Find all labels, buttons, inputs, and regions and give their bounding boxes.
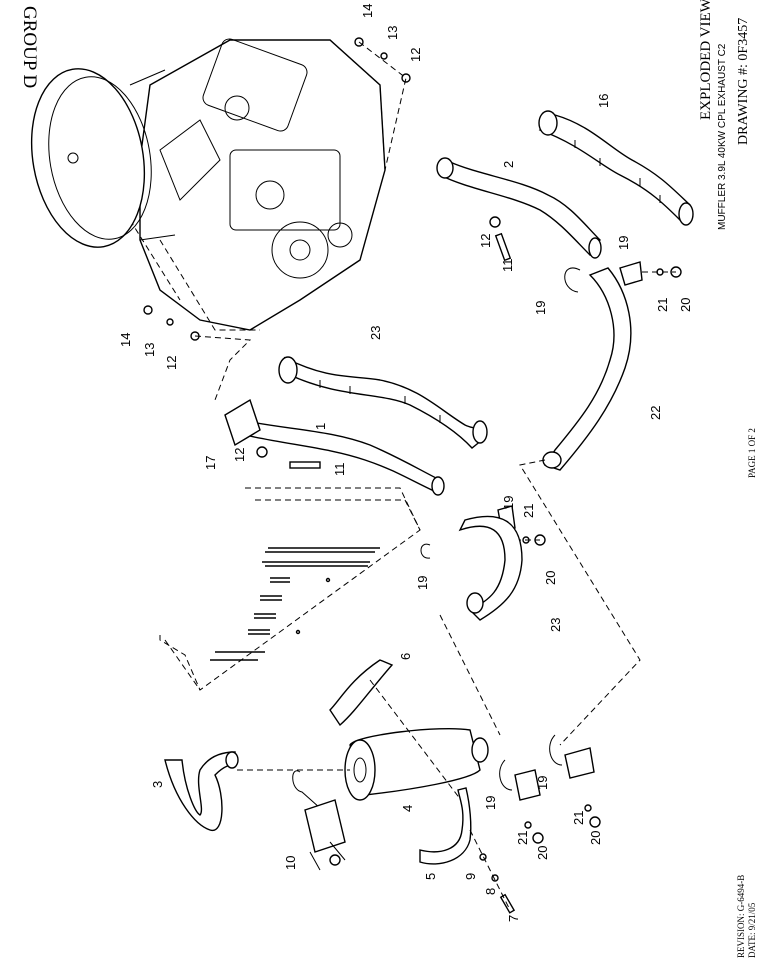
view-title: EXPLODED VIEW: [698, 0, 714, 120]
clamp-set-a [564, 261, 682, 293]
muffler-4 [344, 727, 489, 801]
exhaust-pipe-1 [224, 398, 445, 496]
callout-21a: 21 [655, 298, 670, 312]
callout-2: 2 [501, 161, 516, 168]
exhaust-pipe-23-lower [458, 515, 523, 621]
callout-21b: 21 [521, 504, 536, 518]
heat-shield-6 [329, 659, 394, 727]
air-cleaner [30, 68, 176, 248]
routing-line-shield [369, 679, 471, 813]
callout-5: 5 [423, 873, 438, 880]
fastener-stack-top [354, 37, 411, 171]
fastener-stack-left [143, 305, 252, 401]
gasket-and-bolt-1 [256, 446, 321, 469]
callout-8: 8 [483, 888, 498, 895]
gasket-and-bolt-2 [489, 216, 512, 262]
callout-19b: 19 [533, 301, 548, 315]
exhaust-pipe-3 [164, 751, 239, 831]
date-text: DATE: 9/21/05 [747, 902, 757, 958]
clamp-set-c [499, 759, 544, 844]
callout-21d: 21 [571, 811, 586, 825]
callout-10: 10 [283, 856, 298, 870]
callout-6: 6 [398, 653, 413, 660]
view-subtitle: MUFFLER 3.9L 40KW CPL EXHAUST C2 [717, 43, 728, 230]
callout-13a: 13 [385, 26, 400, 40]
callout-19f: 19 [535, 776, 550, 790]
strap-5 [419, 787, 472, 865]
callout-19a: 19 [616, 236, 631, 250]
callout-12a: 12 [408, 48, 423, 62]
callout-14b: 14 [118, 333, 133, 347]
callout-9: 9 [463, 873, 478, 880]
callout-14a: 14 [360, 4, 375, 18]
exhaust-pipe-22 [542, 267, 632, 471]
routing-line-mid [439, 614, 501, 736]
callout-16: 16 [596, 94, 611, 108]
callout-20b: 20 [543, 571, 558, 585]
clamp-set-d [549, 734, 601, 828]
callout-11a: 11 [500, 259, 515, 273]
exhaust-pipe-2 [436, 157, 602, 259]
callout-23a: 23 [368, 326, 383, 340]
routing-line-right [519, 459, 641, 746]
page-label: PAGE 1 OF 2 [747, 428, 757, 478]
callout-19d: 19 [415, 576, 430, 590]
callout-20c: 20 [535, 846, 550, 860]
revision-text: REVISION: G-6494-B [736, 875, 746, 958]
enclosure-panel [159, 487, 421, 691]
drawing-number: DRAWING #: 0F3457 [736, 18, 751, 145]
engine-assembly [129, 38, 386, 331]
callout-20a: 20 [678, 298, 693, 312]
hardware-stack-7-8-9 [469, 829, 516, 914]
callout-12c: 12 [164, 356, 179, 370]
exhaust-pipe-16 [538, 110, 694, 226]
callout-4: 4 [400, 805, 415, 812]
callout-12b: 12 [478, 234, 493, 248]
callout-20d: 20 [588, 831, 603, 845]
group-label: GROUP D [19, 6, 40, 88]
callout-3: 3 [150, 781, 165, 788]
callout-19c: 19 [501, 496, 516, 510]
exhaust-pipe-23-upper [278, 356, 488, 449]
callout-13b: 13 [142, 343, 157, 357]
callout-21c: 21 [515, 831, 530, 845]
callout-17: 17 [203, 456, 218, 470]
louver-rows [210, 547, 380, 661]
bracket-10 [292, 770, 346, 871]
callout-19e: 19 [483, 796, 498, 810]
callout-22: 22 [648, 406, 663, 420]
callout-12d: 12 [232, 448, 247, 462]
callout-7: 7 [506, 915, 521, 922]
callout-11b: 11 [332, 463, 347, 477]
callout-1: 1 [313, 423, 328, 430]
callout-23b: 23 [548, 618, 563, 632]
